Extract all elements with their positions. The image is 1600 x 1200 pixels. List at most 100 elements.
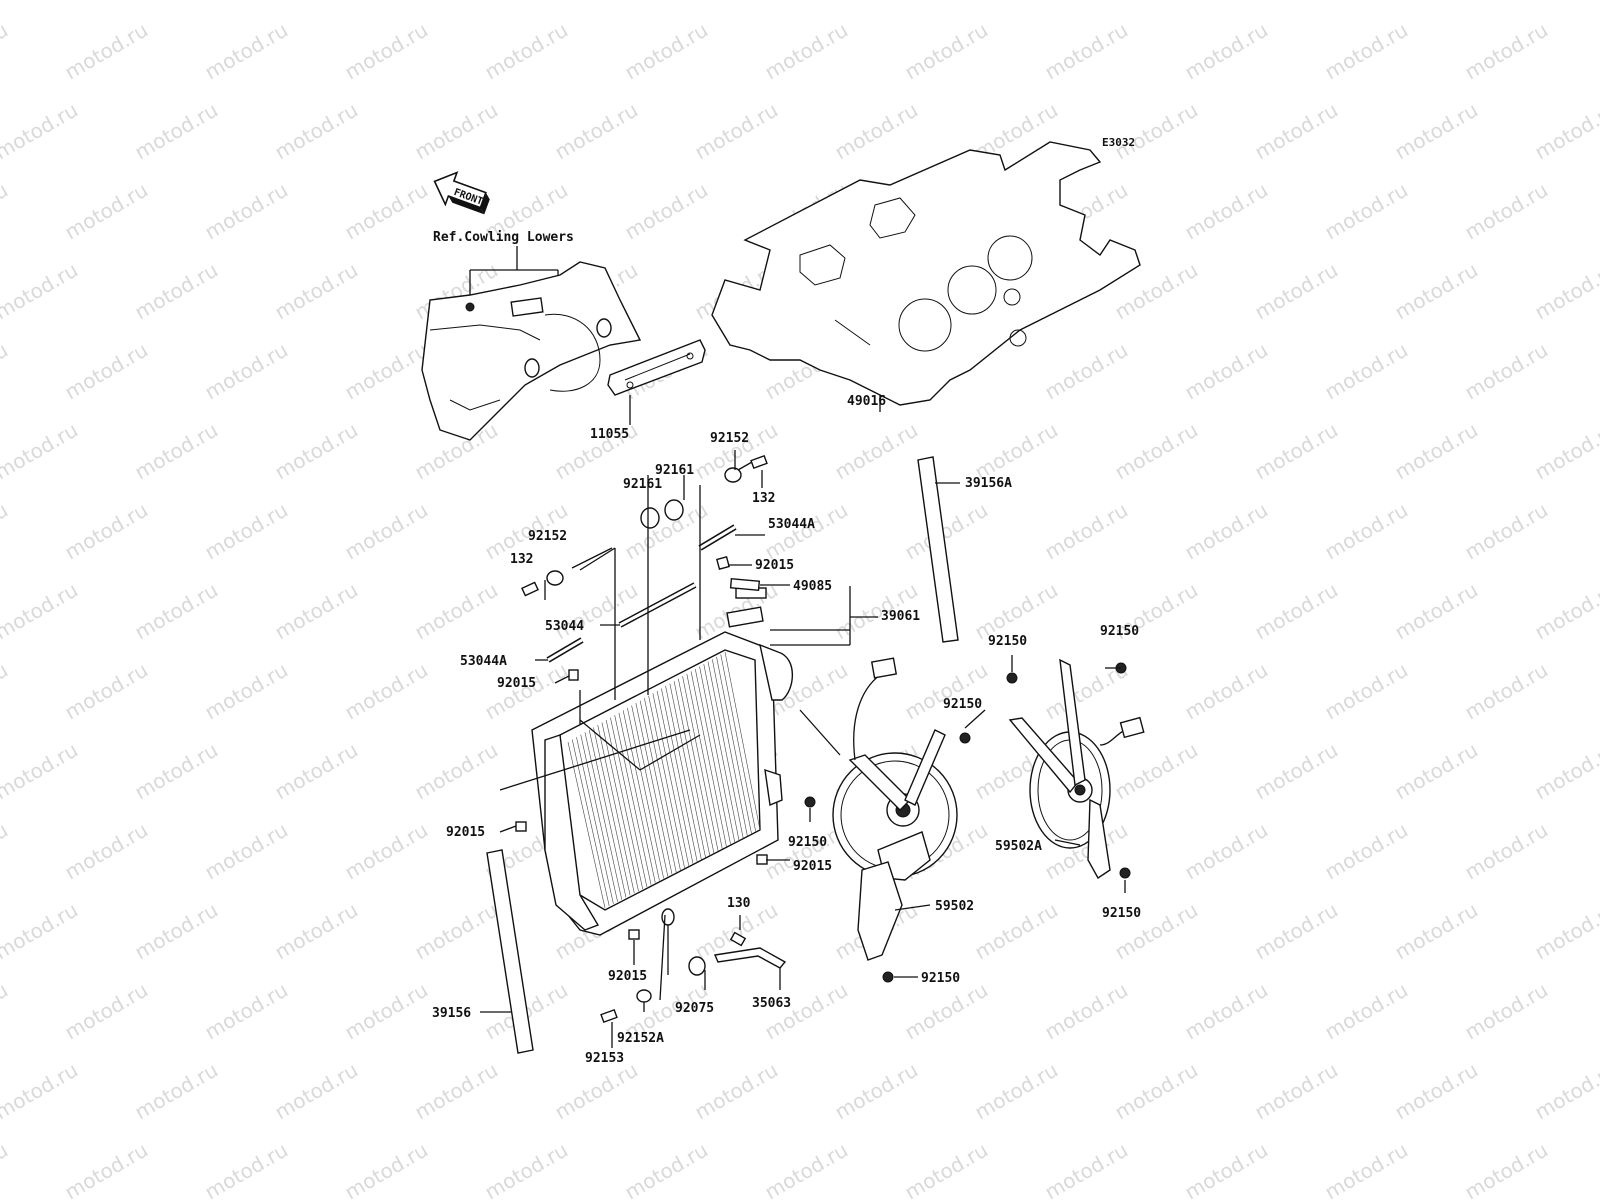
watermark-text: motod.ru <box>1321 818 1412 885</box>
radiator-fin <box>699 666 736 843</box>
radiator-fin <box>720 654 757 833</box>
watermark-text: motod.ru <box>341 818 432 885</box>
watermark-text: motod.ru <box>341 178 432 245</box>
label-92150-a: 92150 <box>988 634 1027 649</box>
watermark-text: motod.ru <box>1461 978 1552 1045</box>
watermark-text: motod.ru <box>61 18 152 85</box>
watermark-text: motod.ru <box>0 498 12 565</box>
radiator-fin <box>665 685 702 860</box>
watermark-text: motod.ru <box>271 98 362 165</box>
watermark-text: motod.ru <box>1391 0 1482 4</box>
watermark-text: motod.ru <box>0 818 12 885</box>
reference-note: Ref.Cowling Lowers <box>433 230 574 245</box>
watermark-text: motod.ru <box>61 178 152 245</box>
label-92015-c: 92015 <box>446 825 485 840</box>
watermark-text: motod.ru <box>411 0 502 4</box>
label-53044A-left: 53044A <box>460 654 507 669</box>
watermark-text: motod.ru <box>61 978 152 1045</box>
watermark-text: motod.ru <box>1321 658 1412 725</box>
watermark-text: motod.ru <box>271 258 362 325</box>
label-59502A: 59502A <box>995 839 1042 854</box>
label-49085: 49085 <box>793 579 832 594</box>
watermark-text: motod.ru <box>1251 578 1342 645</box>
watermark-text: motod.ru <box>1321 498 1412 565</box>
watermark-text: motod.ru <box>1461 338 1552 405</box>
watermark-text: motod.ru <box>1111 738 1202 805</box>
watermark-text: motod.ru <box>1111 0 1202 4</box>
drawing-code: E3032 <box>1102 136 1135 149</box>
radiator-fin <box>673 681 711 856</box>
watermark-text: motod.ru <box>1391 98 1482 165</box>
watermark-text: motod.ru <box>481 1138 572 1200</box>
label-92015-a: 92015 <box>755 558 794 573</box>
watermark-text: motod.ru <box>201 18 292 85</box>
watermark-text: motod.ru <box>0 1058 82 1125</box>
label-92161-a: 92161 <box>623 477 662 492</box>
part-labels: 92152 132 92161 92161 53044A 92152 132 9… <box>446 431 1141 1066</box>
watermark-text: motod.ru <box>1391 418 1482 485</box>
watermark-text: motod.ru <box>271 898 362 965</box>
watermark-text: motod.ru <box>831 1058 922 1125</box>
watermark-text: motod.ru <box>0 978 12 1045</box>
watermark-text: motod.ru <box>1531 738 1600 805</box>
watermark-text: motod.ru <box>971 898 1062 965</box>
watermark-text: motod.ru <box>551 0 642 4</box>
radiator-fin <box>622 710 660 881</box>
watermark-text: motod.ru <box>271 578 362 645</box>
watermark-text: motod.ru <box>1321 1138 1412 1200</box>
watermark-text: motod.ru <box>1531 98 1600 165</box>
watermark-text: motod.ru <box>201 1138 292 1200</box>
watermark-text: motod.ru <box>341 1138 432 1200</box>
label-49016: 49016 <box>847 394 886 409</box>
radiator-fin <box>610 717 648 887</box>
watermark-text: motod.ru <box>1391 738 1482 805</box>
radiator-fin <box>618 712 656 883</box>
watermark-text: motod.ru <box>1251 258 1342 325</box>
watermark-text: motod.ru <box>1041 1138 1132 1200</box>
watermark-text: motod.ru <box>0 338 12 405</box>
watermark-text: motod.ru <box>341 658 432 725</box>
label-92150-e: 92150 <box>1102 906 1141 921</box>
watermark-text: motod.ru <box>901 978 992 1045</box>
watermark-text: motod.ru <box>341 338 432 405</box>
radiator-core-part <box>531 587 793 936</box>
radiator-fin <box>661 688 698 862</box>
watermark-text: motod.ru <box>411 898 502 965</box>
watermark-text: motod.ru <box>1391 578 1482 645</box>
watermark-text: motod.ru <box>971 1058 1062 1125</box>
watermark-text: motod.ru <box>621 178 712 245</box>
watermark-text: motod.ru <box>271 738 362 805</box>
watermark-text: motod.ru <box>0 418 82 485</box>
watermark-text: motod.ru <box>1251 98 1342 165</box>
watermark-text: motod.ru <box>0 98 82 165</box>
watermark-text: motod.ru <box>131 418 222 485</box>
watermark-text: motod.ru <box>691 98 782 165</box>
label-92015-e: 92015 <box>608 969 647 984</box>
watermark-text: motod.ru <box>1041 338 1132 405</box>
radiator-fin <box>669 683 706 858</box>
shroud-39156a-part <box>917 456 959 643</box>
watermark-text: motod.ru <box>1461 818 1552 885</box>
watermark-text: motod.ru <box>201 338 292 405</box>
watermark-text: motod.ru <box>1461 178 1552 245</box>
watermark-text: motod.ru <box>411 738 502 805</box>
watermark-text: motod.ru <box>0 658 12 725</box>
watermark-text: motod.ru <box>1181 498 1272 565</box>
watermark-text: motod.ru <box>411 1058 502 1125</box>
watermark-text: motod.ru <box>1251 1058 1342 1125</box>
watermark-text: motod.ru <box>271 0 362 4</box>
radiator-fin <box>571 739 610 906</box>
label-35063: 35063 <box>752 996 791 1011</box>
watermark-text: motod.ru <box>1251 898 1342 965</box>
radiator-fin <box>724 651 761 831</box>
watermark-text: motod.ru <box>0 178 12 245</box>
watermark-text: motod.ru <box>131 738 222 805</box>
watermark-text: motod.ru <box>831 418 922 485</box>
watermark-text: motod.ru <box>481 18 572 85</box>
watermark-text: motod.ru <box>1321 178 1412 245</box>
radiator-fin <box>576 737 614 904</box>
label-130: 130 <box>727 896 751 911</box>
label-92161-b: 92161 <box>655 463 694 478</box>
